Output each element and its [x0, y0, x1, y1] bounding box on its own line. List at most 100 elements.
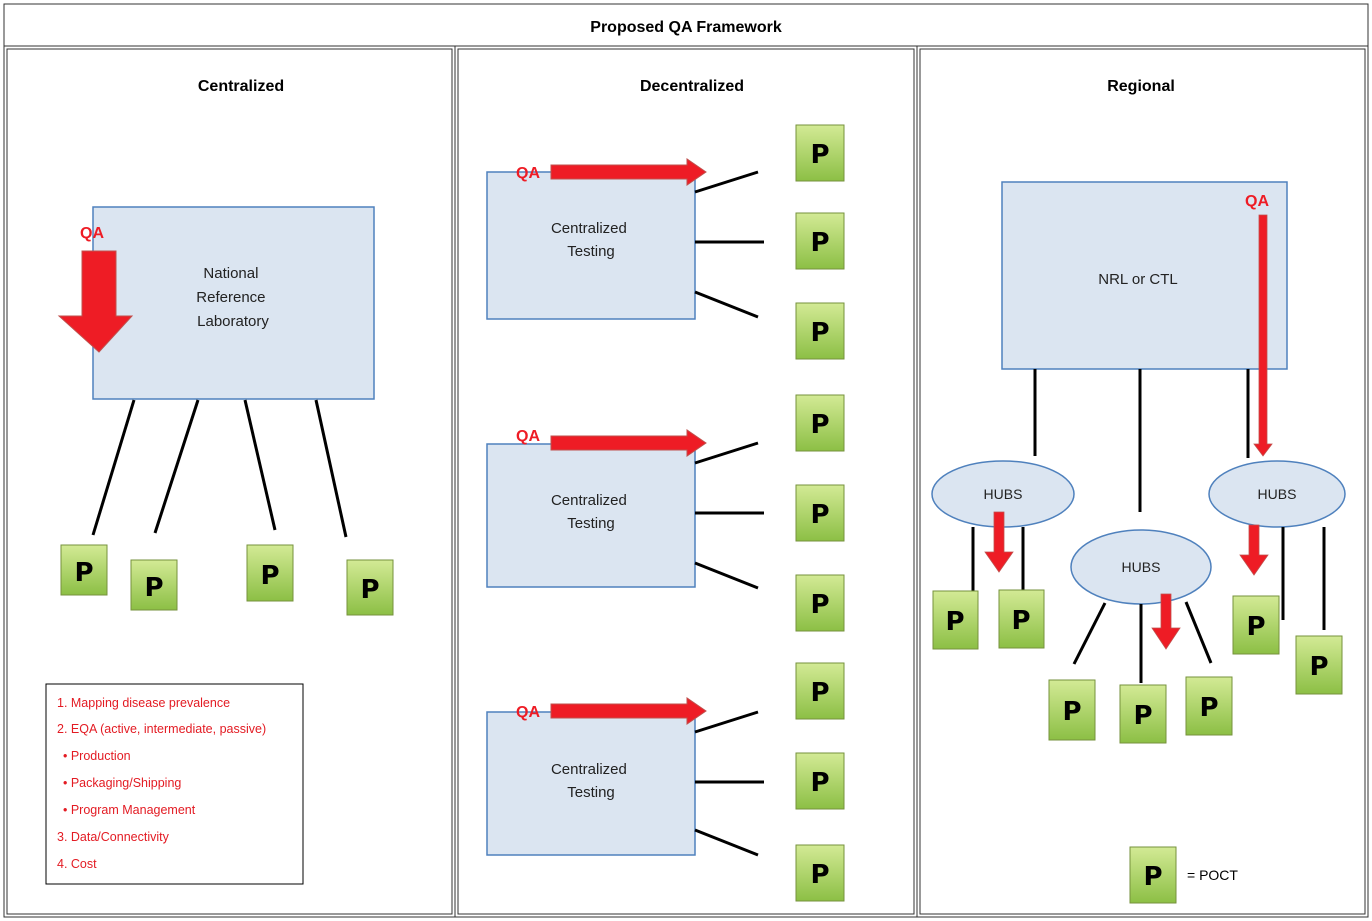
hub-label: HUBS	[1122, 559, 1161, 575]
panel-border-centralized	[6, 48, 453, 915]
poct-icon	[1119, 684, 1167, 744]
connector-line	[243, 399, 277, 531]
note-subitem: • Packaging/Shipping	[63, 776, 181, 790]
poct-symbol: P	[74, 558, 93, 588]
note-item: 2. EQA (active, intermediate, passive)	[57, 722, 266, 736]
poct-symbol: P	[1133, 701, 1152, 731]
panel-centralized: Centralized National Reference Laborator…	[45, 78, 394, 885]
poct-icon	[795, 394, 845, 452]
hub-label: HUBS	[1258, 486, 1297, 502]
poct-icon	[998, 589, 1045, 649]
connector-line	[1072, 602, 1107, 665]
centralized-testing-box	[486, 711, 696, 856]
poct-icon	[795, 574, 845, 632]
poct-icon	[795, 124, 845, 182]
connector-line	[694, 561, 759, 590]
hub-ellipse	[1208, 460, 1346, 528]
poct-icon	[932, 590, 979, 650]
poct-icon	[60, 544, 108, 596]
heading-centralized: Centralized	[198, 78, 284, 95]
poct-icon	[130, 559, 178, 611]
poct-symbol: P	[1062, 697, 1081, 727]
national-reference-lab-label: National Reference Laboratory	[196, 265, 269, 330]
poct-icon	[795, 662, 845, 720]
qa-arrow-small-icon	[984, 511, 1014, 573]
poct-group-regional: P P P P P P P	[932, 589, 1343, 744]
poct-symbol: P	[810, 590, 829, 620]
panel-border-decentralized	[457, 48, 915, 915]
qa-notes-box	[45, 683, 304, 885]
poct-symbol: P	[1246, 612, 1265, 642]
poct-symbol: P	[260, 561, 279, 591]
panel-border-regional	[919, 48, 1366, 915]
qa-arrow-right-icon	[550, 697, 707, 725]
qa-arrow-right-icon	[550, 429, 707, 457]
qa-label-decentralized: QA	[516, 428, 540, 445]
note-item: 3. Data/Connectivity	[57, 830, 170, 844]
poct-group-centralized: P P P P	[60, 544, 394, 616]
hub-label: HUBS	[984, 486, 1023, 502]
poct-symbol: P	[810, 768, 829, 798]
poct-icon	[795, 484, 845, 542]
qa-arrow-right-icon	[550, 158, 707, 186]
poct-symbol: P	[945, 607, 964, 637]
testing-unit-3: Centralized Testing QA P P P	[486, 662, 845, 902]
nrl-ctl-label: NRL or CTL	[1098, 271, 1177, 288]
poct-icon	[1048, 679, 1096, 741]
centralized-connectors	[91, 399, 348, 538]
poct-symbol: P	[810, 228, 829, 258]
connector-line	[91, 399, 136, 536]
poct-symbol: P	[810, 500, 829, 530]
testing-unit-2: Centralized Testing QA P P P	[486, 394, 845, 632]
poct-icon	[246, 544, 294, 602]
poct-icon	[795, 212, 845, 270]
poct-symbol: P	[810, 860, 829, 890]
heading-decentralized: Decentralized	[640, 78, 744, 95]
centralized-testing-box	[486, 171, 696, 320]
diagram-title: Proposed QA Framework	[590, 19, 782, 36]
centralized-testing-box	[486, 443, 696, 588]
regional-connectors	[1033, 369, 1250, 512]
poct-symbol: P	[810, 678, 829, 708]
qa-arrow-long-down-icon	[1253, 214, 1273, 457]
poct-icon	[346, 559, 394, 616]
qa-label-decentralized: QA	[516, 704, 540, 721]
nrl-ctl-box	[1001, 181, 1288, 370]
qa-label-decentralized: QA	[516, 165, 540, 182]
qa-arrow-down-icon	[57, 250, 134, 353]
connector-line	[694, 710, 759, 734]
centralized-testing-label: Centralized Testing	[551, 492, 631, 532]
note-item: 4. Cost	[57, 857, 97, 871]
heading-regional: Regional	[1107, 78, 1175, 95]
poct-icon	[1232, 595, 1280, 655]
panel-decentralized: Decentralized Centralized Testing QA P P…	[486, 78, 845, 902]
poct-icon	[795, 844, 845, 902]
poct-symbol: P	[810, 410, 829, 440]
connector-line	[153, 399, 200, 534]
legend-poct-icon	[1129, 846, 1177, 904]
note-subitem: • Production	[63, 749, 131, 763]
poct-icon	[795, 302, 845, 360]
poct-icon	[795, 752, 845, 810]
poct-symbol: P	[360, 575, 379, 605]
note-item: 1. Mapping disease prevalence	[57, 696, 230, 710]
note-subitem: • Program Management	[63, 803, 196, 817]
connector-line	[694, 290, 759, 319]
legend: P = POCT	[1129, 846, 1238, 904]
connector-line	[694, 441, 759, 465]
national-reference-lab-box	[92, 206, 375, 400]
connector-line	[694, 170, 759, 194]
qa-label-centralized: QA	[80, 225, 104, 242]
poct-icon	[1185, 676, 1233, 736]
panel-regional: Regional NRL or CTL QA HUBS HUBS HUBS	[931, 78, 1346, 904]
poct-icon	[1295, 635, 1343, 695]
poct-symbol: P	[810, 140, 829, 170]
hub-connectors	[971, 527, 1326, 683]
connector-line	[314, 399, 348, 538]
poct-symbol: P	[1011, 606, 1030, 636]
poct-symbol: P	[1143, 862, 1162, 892]
qa-arrow-small-icon	[1151, 593, 1181, 650]
centralized-testing-label: Centralized Testing	[551, 761, 631, 801]
connector-line	[1184, 601, 1213, 664]
